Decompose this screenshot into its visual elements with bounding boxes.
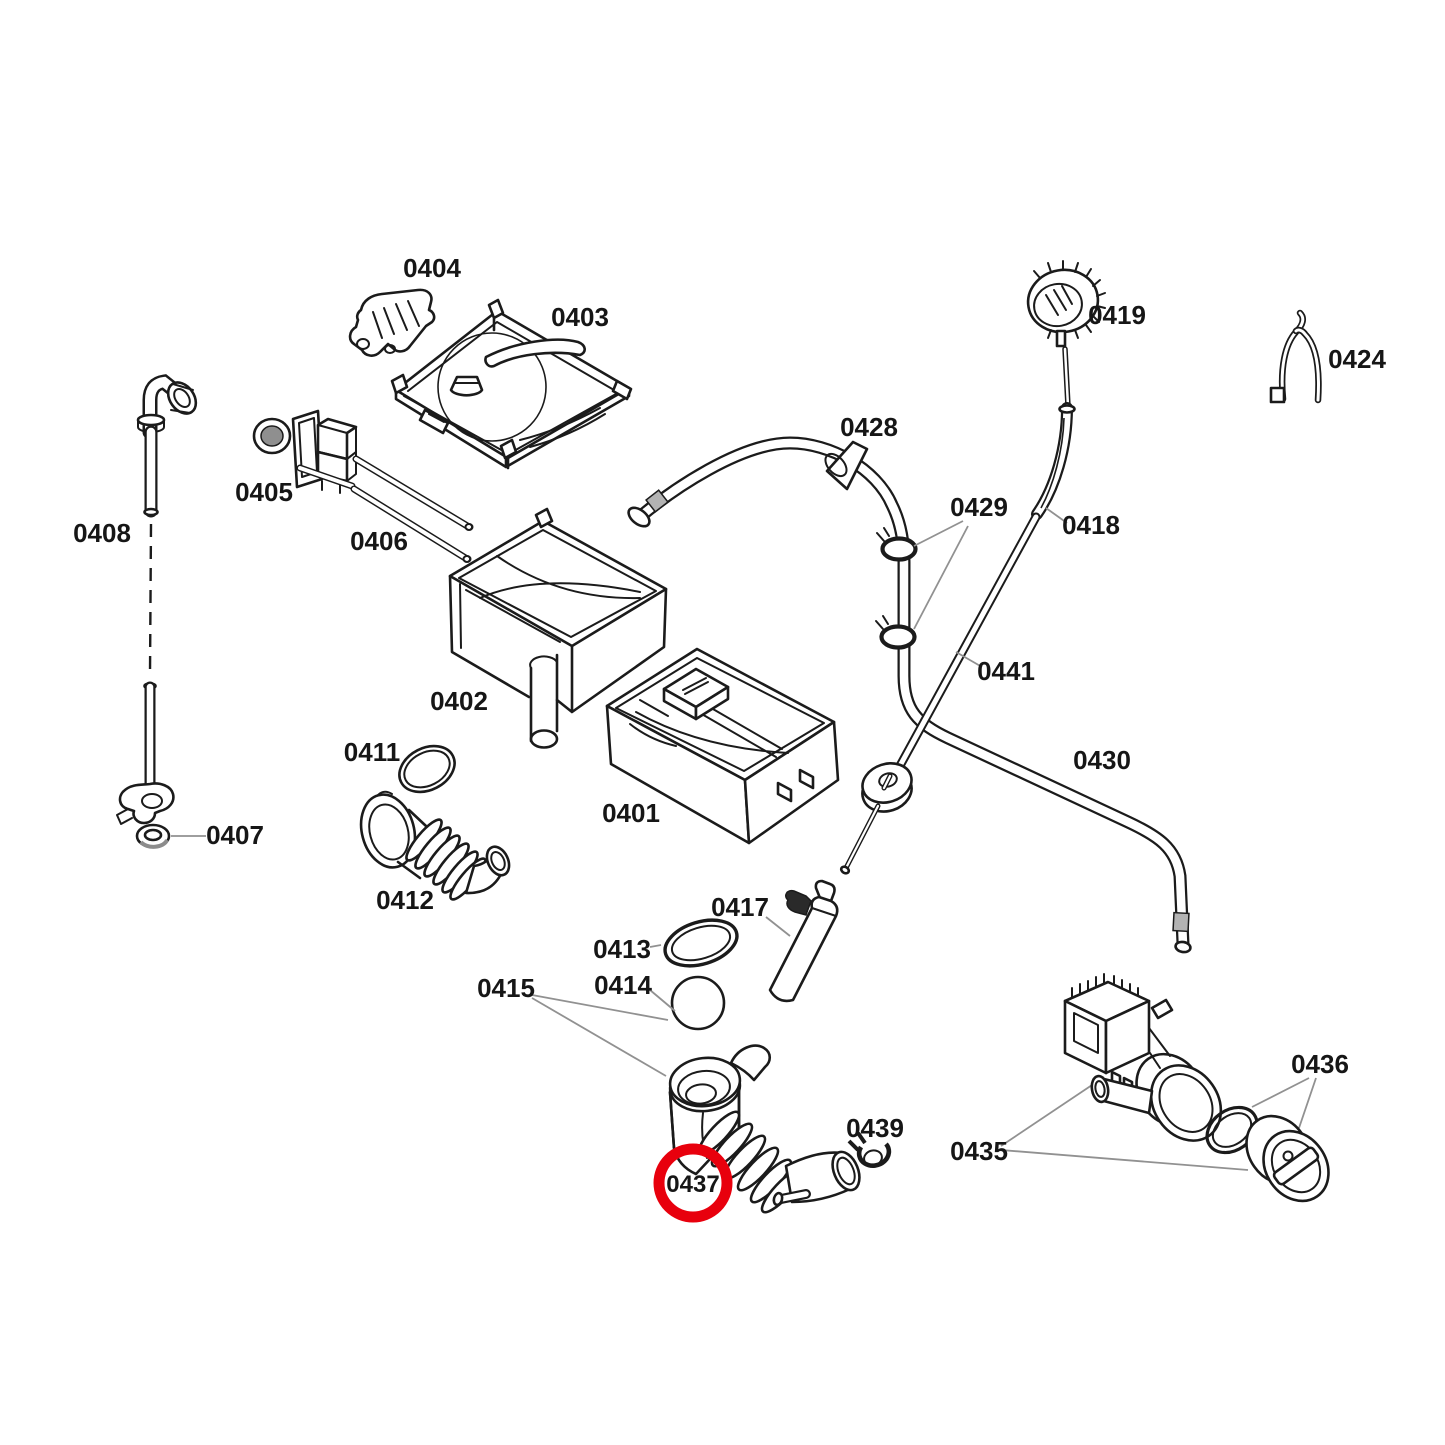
part-label-0415: 0415 [477,973,535,1003]
part-0437-elbow-hose [668,1044,861,1214]
hose-bracket [825,440,869,491]
part-0413-o-ring [663,918,739,968]
part-0439-clamp [847,1131,892,1168]
assembly-axis-dashed-line [148,523,153,675]
leader-0429 [913,520,969,630]
leader-0441 [955,651,983,668]
leader-0418 [1045,507,1068,524]
leader-0415 [531,994,669,1077]
leader-0435 [1000,1076,1249,1171]
hose-grip-band [645,489,669,513]
part-label-0441: 0441 [977,656,1035,686]
part-label-0401: 0401 [602,798,660,828]
highlight-circle [653,1143,733,1223]
part-0414-ball [670,975,726,1031]
part-0407-washer [135,823,171,849]
part-label-0406: 0406 [350,526,408,556]
part-0417-vial [768,879,839,1003]
part-0404-bracket [348,288,436,357]
part-0402-dispenser-housing [448,507,668,749]
part-label-0435: 0435 [950,1136,1008,1166]
part-0424-hose-holder [1269,309,1322,404]
part-0436-seal-and-cap [1205,1105,1330,1203]
part-0418-tube [1031,346,1076,520]
part-0429-clamps [875,527,918,650]
part-label-0411: 0411 [344,737,400,767]
part-label-0439: 0439 [846,1113,904,1143]
part-0428-0430-hose [627,436,1192,954]
part-label-0429: 0429 [950,492,1008,522]
part-0412-corrugated-hose [359,790,511,901]
part-label-0407: 0407 [206,820,264,850]
hose-grip-band [1172,911,1190,933]
part-0403-lid-frame [390,298,633,470]
part-label-0419: 0419 [1088,300,1146,330]
part-label-0412: 0412 [376,885,434,915]
part-label-0403: 0403 [551,302,609,332]
leader-0417 [765,916,791,937]
part-0408-standpipe [116,374,198,825]
part-label-0417: 0417 [711,892,769,922]
part-label-0436: 0436 [1291,1049,1349,1079]
part-label-0405: 0405 [235,477,293,507]
leader-0436 [1251,1077,1317,1129]
part-label-0414: 0414 [594,970,652,1000]
part-label-0402: 0402 [430,686,488,716]
part-label-0404: 0404 [403,253,461,283]
part-0441-pressure-tube [839,512,1041,875]
leader-0413 [649,944,662,948]
leader-0414 [649,989,676,1012]
part-label-0408: 0408 [73,518,131,548]
part-0435-pump [1063,973,1223,1142]
part-label-0424: 0424 [1328,344,1386,374]
part-0406-rods [350,455,474,563]
part-label-0418: 0418 [1062,510,1120,540]
part-label-0428: 0428 [840,412,898,442]
part-0405-inlet-valve [252,409,358,494]
part-0411-seal-ring [398,744,456,794]
part-0401-dispenser-drawer [605,647,840,845]
part-label-0437: 0437 [666,1171,719,1198]
part-label-0430: 0430 [1073,745,1131,775]
part-0419-pressure-switch [1026,260,1106,348]
part-label-0413: 0413 [593,934,651,964]
